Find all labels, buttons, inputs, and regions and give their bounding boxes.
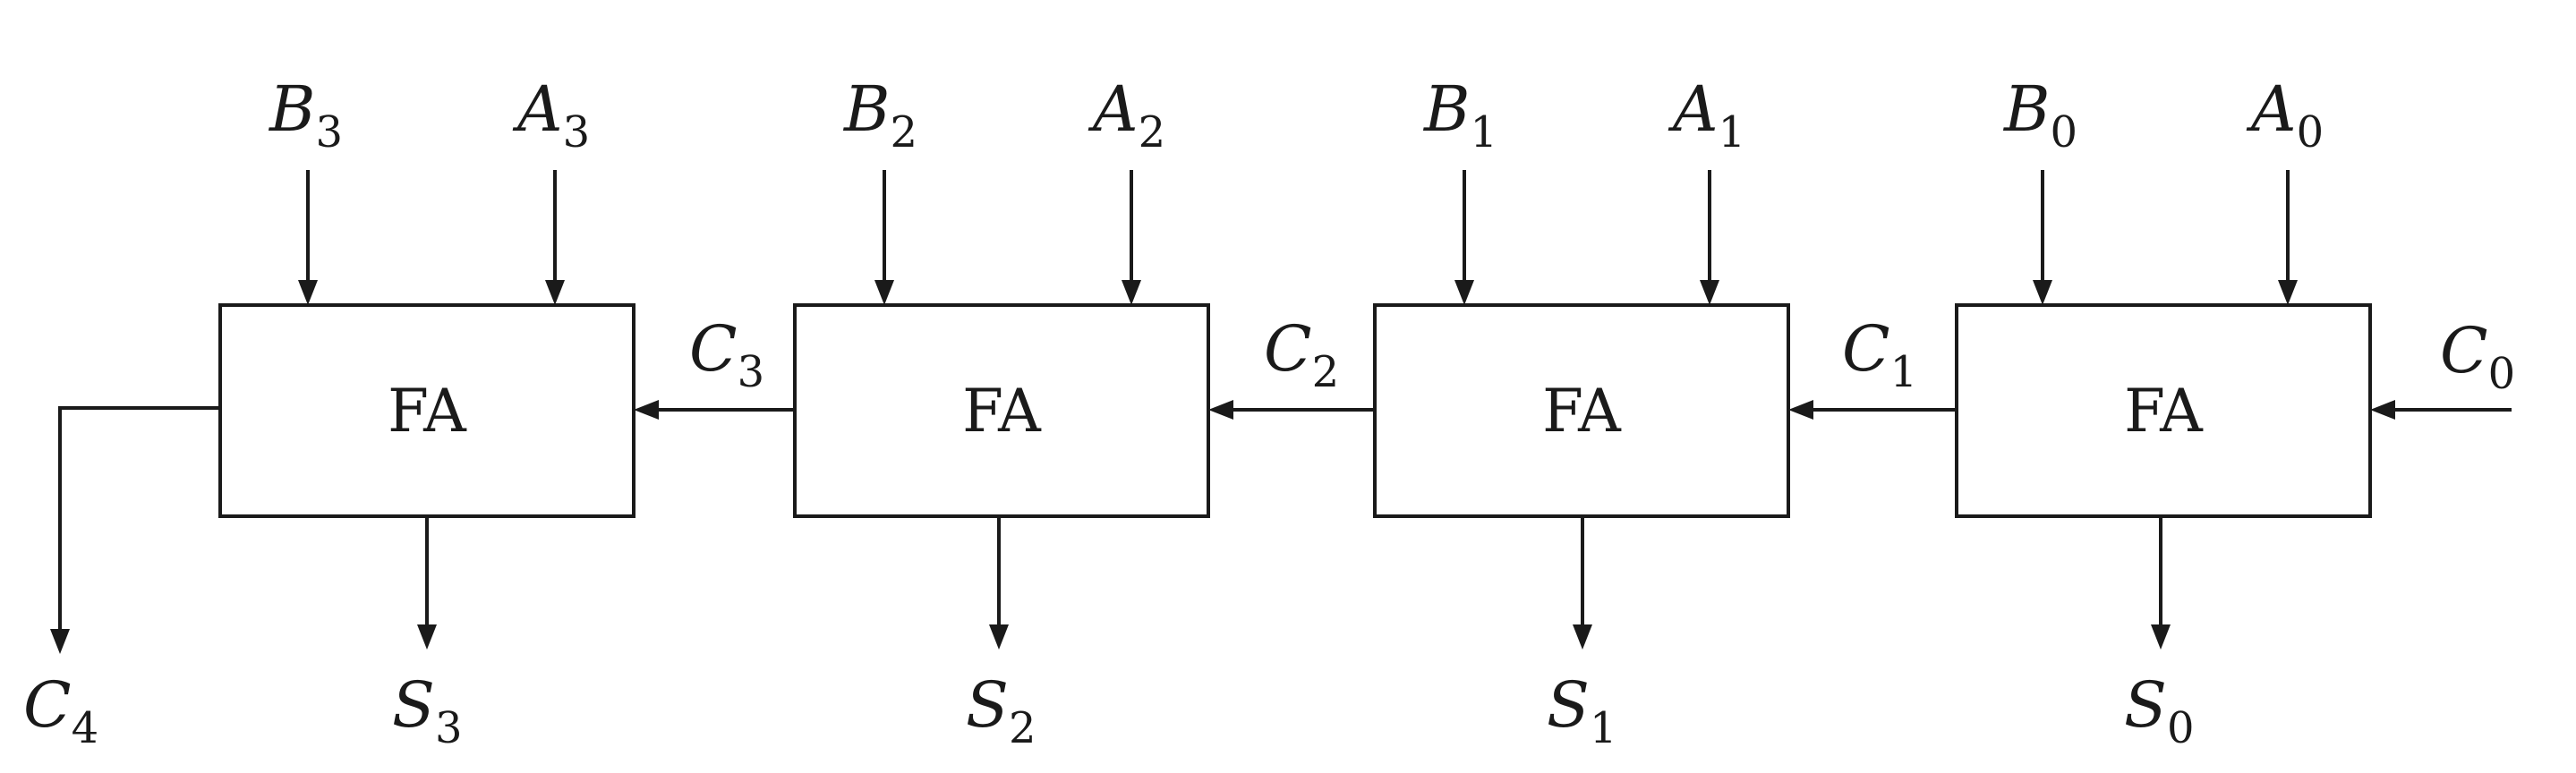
label-a2: A2 [1088,72,1165,157]
carry-c3-arrowhead [634,400,659,420]
carry-c4-wire [58,406,220,635]
label-a3: A3 [512,72,590,157]
label-s3: S3 [392,668,463,753]
label-b1: B1 [1422,72,1497,157]
full-adder-label-1: FA [1542,377,1622,446]
input-b3-arrowhead [298,280,318,305]
label-a0: A0 [2246,72,2324,157]
input-b2-arrowhead [874,280,894,305]
full-adder-label-3: FA [388,377,467,446]
sum-s1-arrowhead [1573,624,1592,650]
carry-c2-arrowhead [1208,400,1233,420]
label-s1: S1 [1547,668,1617,753]
carry-c0-arrowhead [2370,400,2395,420]
carry-c4-arrowhead [50,629,70,654]
label-a1: A1 [1668,72,1745,157]
carry-c1-arrowhead [1788,400,1813,420]
label-c4: C4 [23,668,98,753]
input-a1-arrowhead [1700,280,1719,305]
full-adder-stage-1: FA B1 A1 S1 [1373,72,1790,753]
label-c3: C3 [689,312,764,397]
label-c0: C0 [2440,314,2515,399]
carry-chain: C0 C1 C2 C3 C4 [23,312,2515,753]
label-c2: C2 [1264,312,1339,397]
input-b0-arrowhead [2033,280,2052,305]
sum-s2-arrowhead [989,624,1009,650]
input-a2-arrowhead [1122,280,1141,305]
full-adder-stage-2: FA B2 A2 S2 [793,72,1210,753]
full-adder-stage-0: FA B0 A0 S0 [1955,72,2372,753]
label-s0: S0 [2124,668,2195,753]
sum-s3-arrowhead [417,624,437,650]
full-adder-block-0 [1955,303,2372,518]
full-adder-block-2 [793,303,1210,518]
sum-s0-arrowhead [2151,624,2171,650]
full-adder-label-0: FA [2124,377,2204,446]
label-c1: C1 [1842,312,1917,397]
label-b0: B0 [2002,72,2077,157]
full-adder-block-3 [218,303,635,518]
input-a0-arrowhead [2278,280,2298,305]
label-b2: B2 [842,72,917,157]
input-b1-arrowhead [1454,280,1474,305]
full-adder-stage-3: FA B3 A3 S3 [218,72,635,753]
label-s2: S2 [966,668,1036,753]
full-adder-label-2: FA [962,377,1042,446]
label-b3: B3 [268,72,343,157]
full-adder-block-1 [1373,303,1790,518]
input-a3-arrowhead [545,280,565,305]
